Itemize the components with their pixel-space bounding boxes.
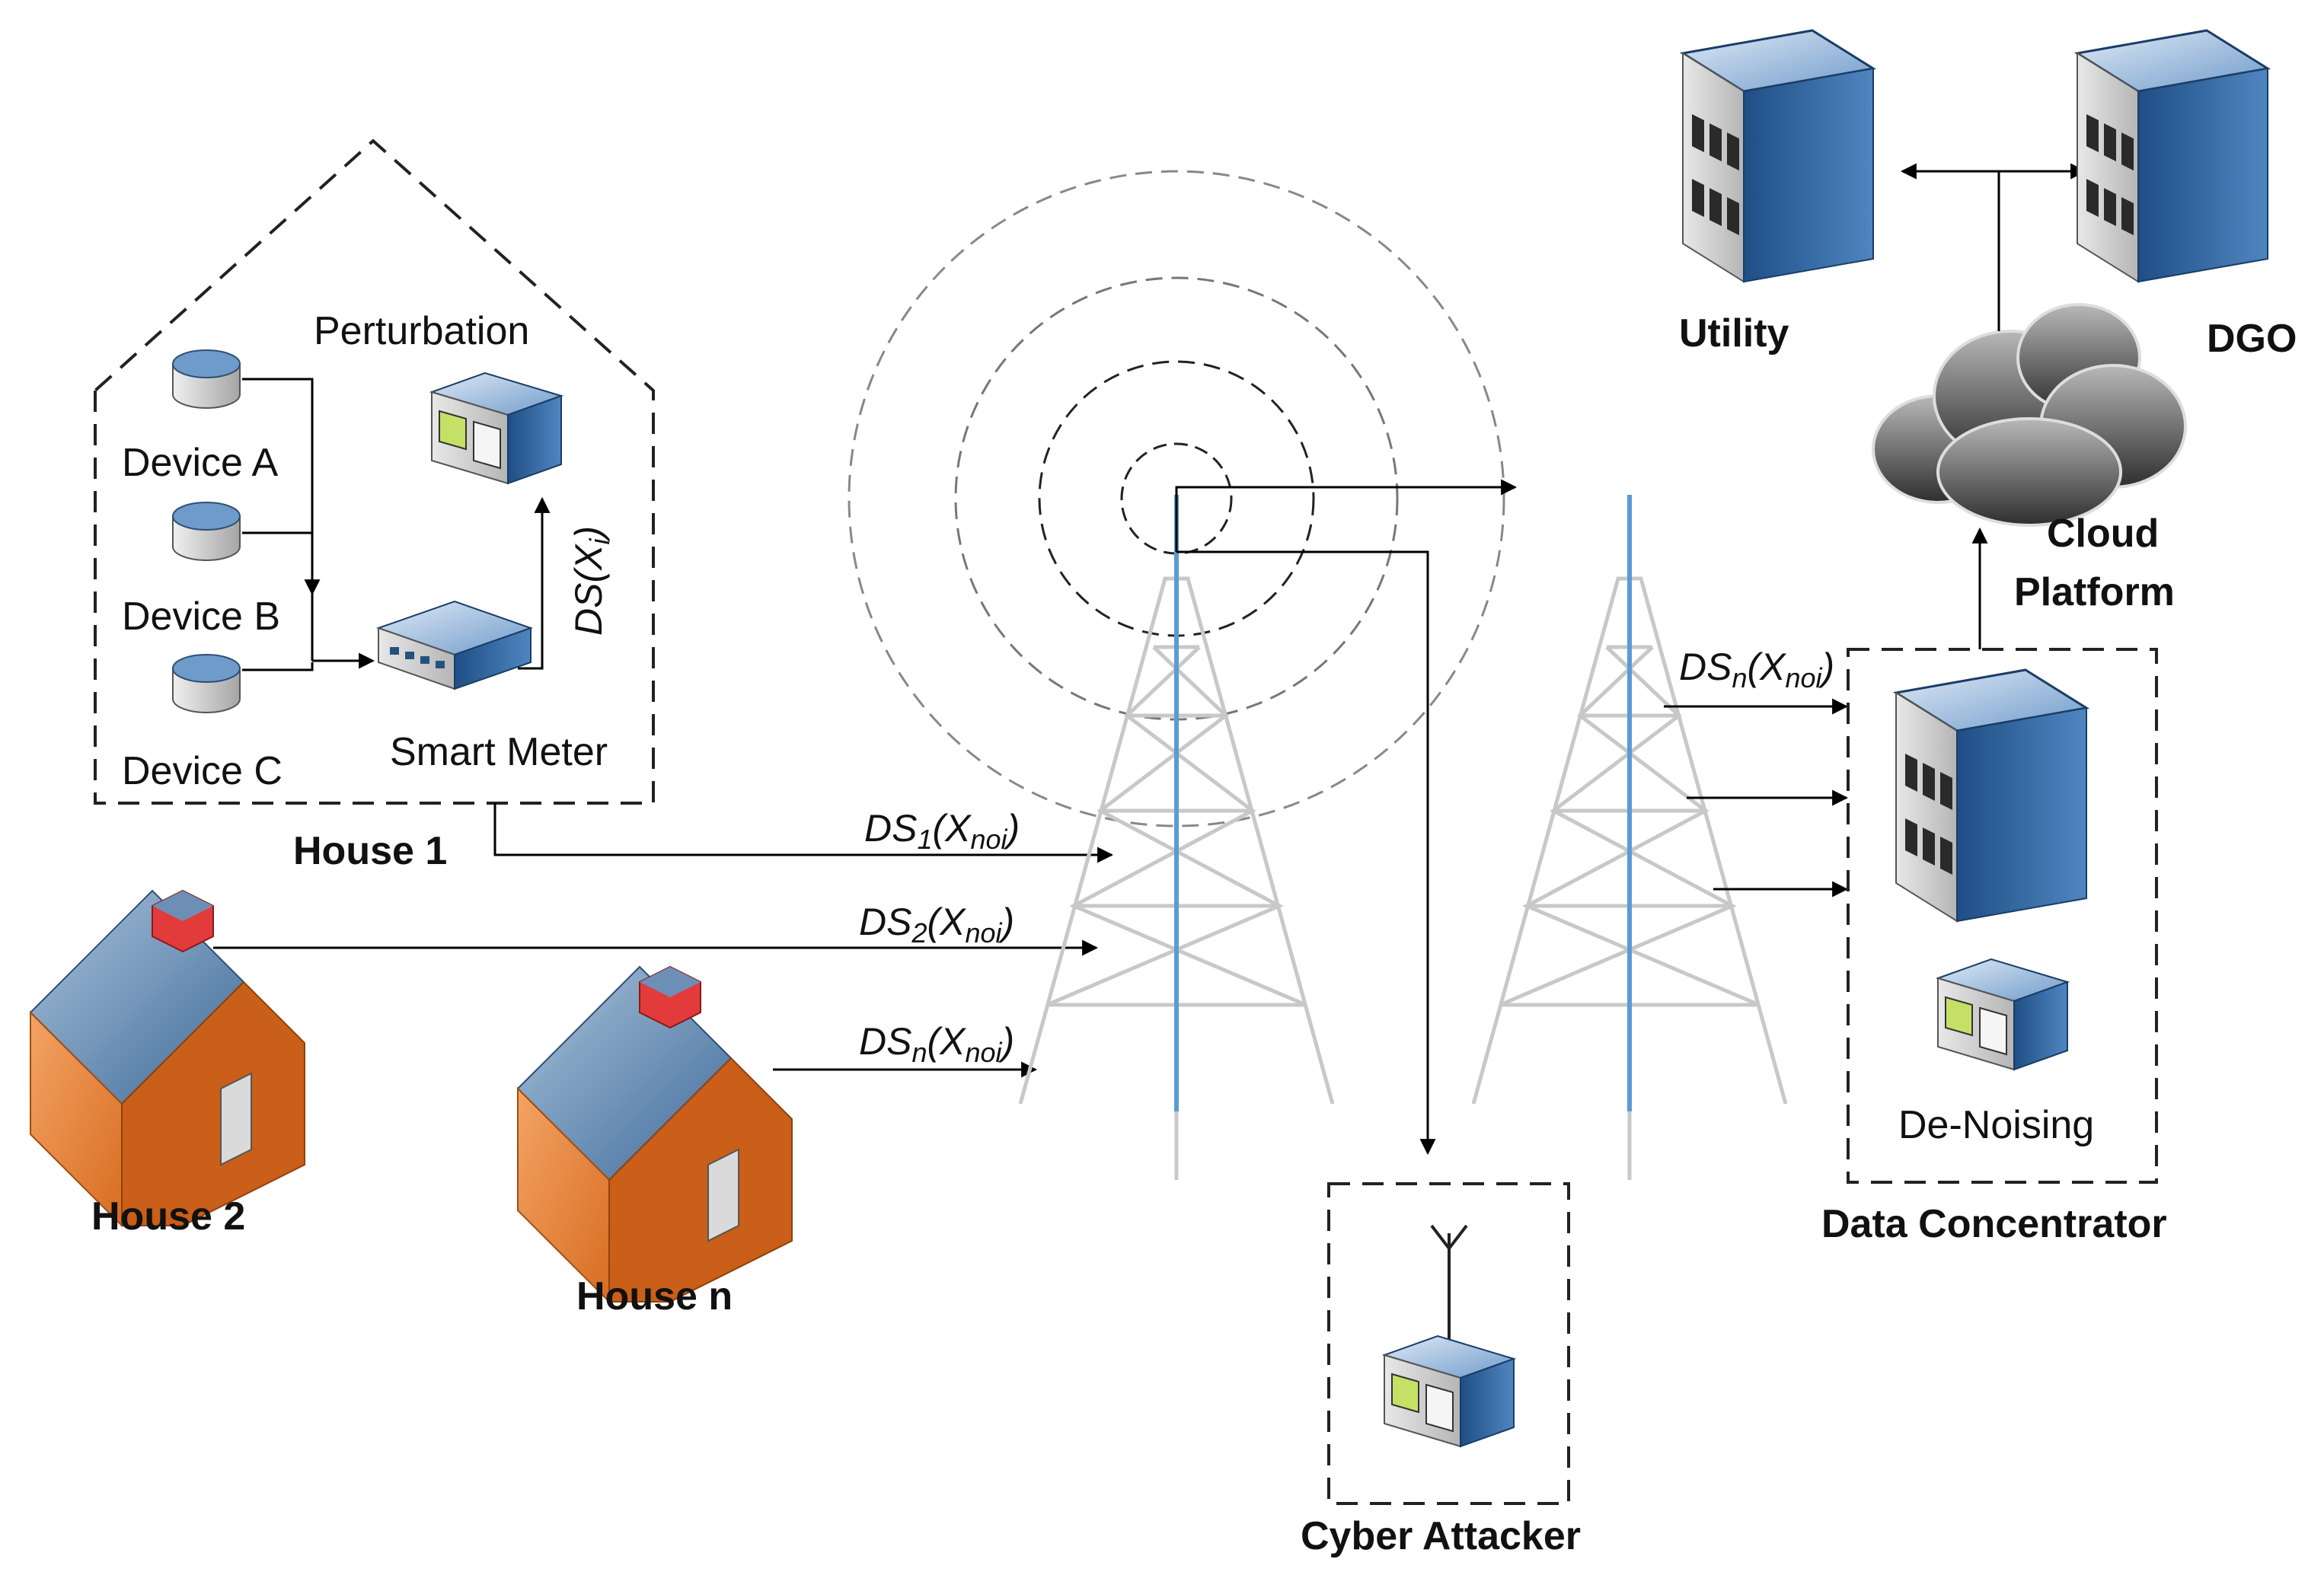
device-b-label: Device B [122,595,280,639]
device-wiring [242,378,375,671]
perturbation-device-icon [431,372,562,484]
ds1-label: DS1(Xnoi) [864,807,1020,855]
signal-arrows [213,803,1114,1078]
concentrator-arrows [1664,698,1849,898]
device-a-icon [172,349,241,409]
perturb-signal-label: DS(Xi) [567,526,615,636]
cloud-icon [1872,303,2187,527]
dsn-label: DSn(Xnoi) [859,1020,1014,1068]
smart-meter-icon [375,600,534,690]
data-concentrator-label: Data Concentrator [1821,1202,2167,1246]
cyber-attacker-boundary [1327,1182,1570,1505]
housen-label: House n [576,1274,733,1319]
house2-icon [30,890,305,1226]
ds2-label: DS2(Xnoi) [859,901,1014,949]
cloud-label-line1: Cloud [2047,512,2159,556]
denoising-label: De-Noising [1898,1103,2094,1147]
dgo-server-icon [2076,29,2269,283]
denoising-device-icon [1937,958,2068,1070]
svg-text:DS(Xi): DS(Xi) [567,526,615,636]
cloud-label-line2: Platform [2014,570,2175,614]
device-c-label: Device C [122,749,283,793]
dsn-right-label: DSn(Xnoi) [1679,646,1834,694]
device-c-icon [172,654,241,713]
device-b-icon [172,502,241,561]
data-concentrator-boundary [1847,648,2158,1184]
smart-meter-label: Smart Meter [390,730,608,774]
utility-label: Utility [1679,311,1789,356]
attacker-device-icon [1384,1335,1515,1447]
housen-icon [517,966,793,1303]
antenna-icon [1430,1224,1468,1355]
concentrator-server-icon [1895,668,2088,923]
house2-label: House 2 [91,1194,245,1239]
device-a-label: Device A [122,441,279,485]
dgo-label: DGO [2207,317,2297,361]
tower-emissions [1175,479,1518,1156]
utility-server-icon [1681,29,1875,283]
house1-boundary [94,139,655,805]
house1-title: House 1 [293,829,447,873]
perturbation-label: Perturbation [314,309,529,353]
cloud-links [1900,163,2087,331]
cyber-attacker-label: Cyber Attacker [1301,1514,1581,1558]
